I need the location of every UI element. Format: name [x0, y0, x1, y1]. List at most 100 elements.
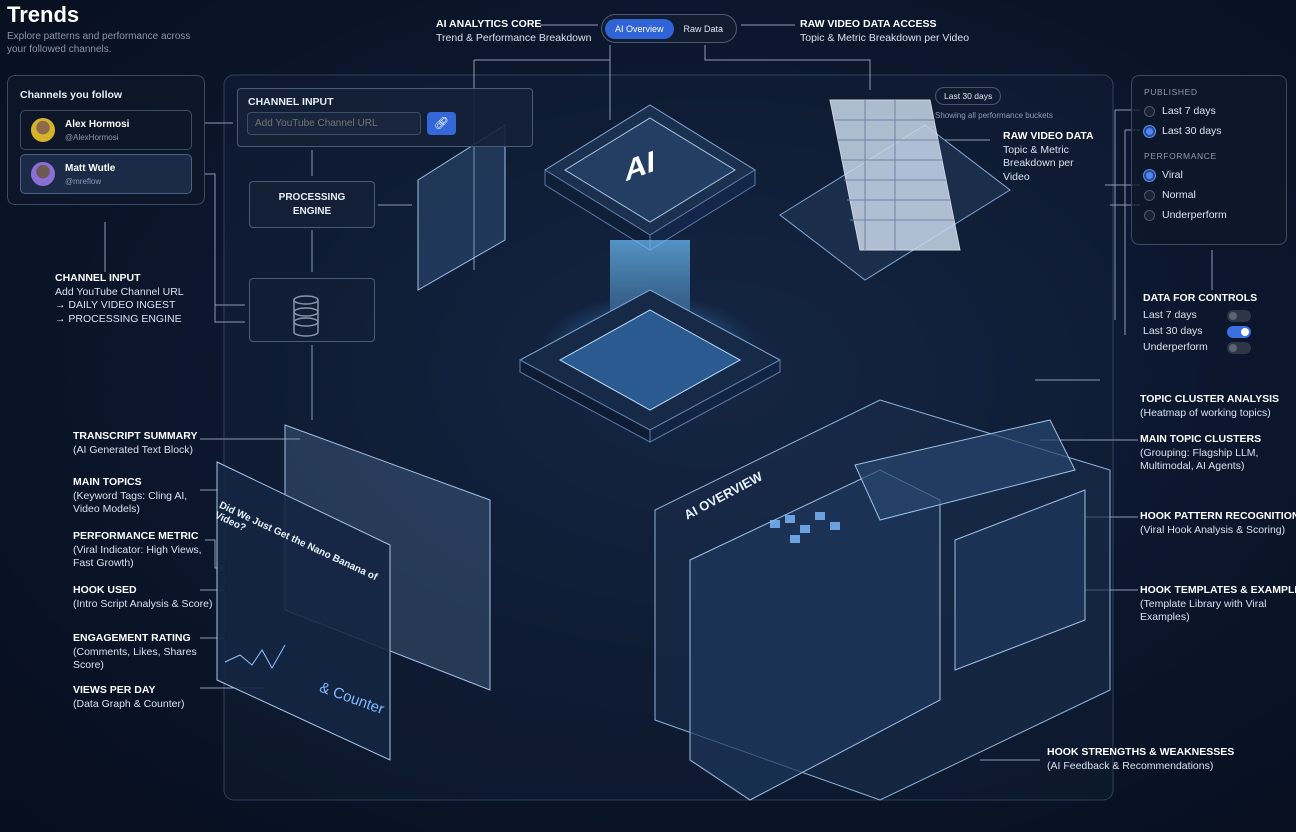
annotation-topic-cluster: TOPIC CLUSTER ANALYSIS(Heatmap of workin… [1140, 393, 1293, 420]
annotation-hook-strengths: HOOK STRENGTHS & WEAKNESSES(AI Feedback … [1047, 746, 1247, 773]
processing-engine-title: PROCESSING ENGINE [278, 191, 346, 217]
tab-ai-overview[interactable]: AI Overview [605, 18, 674, 39]
annotation-title: CHANNEL INPUT [55, 272, 141, 284]
annotation-title: RAW VIDEO DATA ACCESS [800, 18, 937, 30]
toggle-label: Last 30 days [1143, 324, 1203, 337]
radio-last-30-days[interactable]: Last 30 days [1144, 121, 1274, 141]
channel-handle: @AlexHormosi [65, 132, 119, 142]
annotation-hook: HOOK USED(Intro Script Analysis & Score) [73, 584, 213, 611]
video-detail-panels [216, 424, 491, 761]
annotation-text: (Heatmap of working topics) [1140, 406, 1271, 419]
annotation-text: → DAILY VIDEO INGEST [55, 299, 176, 311]
filters-panel: PUBLISHED Last 7 days Last 30 days PERFO… [1131, 75, 1287, 245]
processor-chip [518, 289, 782, 443]
annotation-text: (AI Feedback & Recommendations) [1047, 759, 1214, 772]
toggle-last-30-days[interactable] [1227, 325, 1251, 338]
radio-label: Last 30 days [1162, 125, 1222, 137]
annotation-title: PERFORMANCE METRIC [73, 530, 199, 542]
radio-label: Underperform [1162, 209, 1227, 221]
annotation-text: (Template Library with Viral Examples) [1140, 597, 1267, 624]
date-filter-chip[interactable]: Last 30 days [935, 87, 1002, 105]
toggle-last-7-days[interactable] [1227, 309, 1251, 322]
radio-indicator [1144, 125, 1155, 137]
annotation-title: ENGAGEMENT RATING [73, 632, 191, 644]
annotation-transcript: TRANSCRIPT SUMMARY(AI Generated Text Blo… [73, 430, 213, 457]
annotation-text: (Intro Script Analysis & Score) [73, 597, 213, 610]
annotation-text: → PROCESSING ENGINE [55, 312, 182, 325]
annotation-hook-templates: HOOK TEMPLATES & EXAMPLES(Template Libra… [1140, 584, 1296, 625]
add-link-button[interactable]: 🔗︎ [427, 112, 456, 135]
ai-chip [544, 104, 756, 251]
annotation-text: (AI Generated Text Block) [73, 443, 194, 456]
annotation-hook-pattern: HOOK PATTERN RECOGNITION(Viral Hook Anal… [1140, 510, 1296, 537]
annotation-title: MAIN TOPICS [73, 476, 142, 488]
radio-last-7-days[interactable]: Last 7 days [1144, 101, 1274, 121]
link-icon: 🔗︎ [433, 116, 450, 130]
radio-indicator [1144, 169, 1155, 181]
channel-input-title: CHANNEL INPUT [248, 96, 334, 108]
ai-overview-box [654, 399, 1111, 801]
radio-label: Last 7 days [1162, 105, 1216, 117]
channel-name: Alex Hormosi [65, 118, 130, 130]
annotation-engagement: ENGAGEMENT RATING(Comments, Likes, Share… [73, 632, 213, 673]
channel-handle: @mreflow [65, 176, 102, 186]
toggle-label: Underperform [1143, 340, 1208, 353]
annotation-title: HOOK STRENGTHS & WEAKNESSES [1047, 746, 1235, 758]
published-heading: PUBLISHED [1144, 87, 1198, 97]
view-tabs: AI Overview Raw Data [601, 14, 737, 43]
radio-viral[interactable]: Viral [1144, 165, 1274, 185]
page-title: Trends [7, 2, 80, 27]
annotation-text: Topic & Metric Breakdown per Video [800, 31, 970, 44]
channels-panel: Channels you follow Alex Hormosi @AlexHor… [7, 75, 205, 205]
annotation-performance: PERFORMANCE METRIC(Viral Indicator: High… [73, 530, 213, 571]
annotation-title: TOPIC CLUSTER ANALYSIS [1140, 393, 1280, 405]
annotation-title: TRANSCRIPT SUMMARY [73, 430, 198, 442]
annotation-title: MAIN TOPIC CLUSTERS [1140, 433, 1262, 445]
annotation-main-clusters: MAIN TOPIC CLUSTERS(Grouping: Flagship L… [1140, 433, 1293, 474]
annotation-text: Add YouTube Channel URL [55, 285, 184, 298]
channels-title: Channels you follow [20, 89, 123, 101]
tab-raw-data[interactable]: Raw Data [683, 23, 724, 34]
radio-label: Viral [1162, 169, 1183, 181]
channel-name: Matt Wutle [65, 162, 116, 174]
annotation-views: VIEWS PER DAY(Data Graph & Counter) [73, 684, 213, 711]
raw-data-table-illustration [779, 99, 1011, 281]
database-box [249, 278, 375, 342]
page-subtitle: Explore patterns and performance across … [7, 31, 191, 55]
performance-heading: PERFORMANCE [1144, 151, 1217, 161]
database-icon [293, 295, 319, 337]
annotation-title: VIEWS PER DAY [73, 684, 156, 696]
annotation-text: Topic & Metric Breakdown per Video [1003, 143, 1074, 183]
filter-note: Showing all performance buckets [935, 111, 1053, 120]
annotation-title: HOOK PATTERN RECOGNITION [1140, 510, 1296, 522]
radio-indicator [1144, 105, 1155, 117]
annotation-topics: MAIN TOPICS(Keyword Tags: Cling AI, Vide… [73, 476, 213, 517]
avatar [31, 162, 55, 186]
annotation-text: (Data Graph & Counter) [73, 697, 185, 710]
annotation-text: (Keyword Tags: Cling AI, Video Models) [73, 489, 188, 516]
channel-item[interactable]: Alex Hormosi @AlexHormosi [20, 110, 192, 150]
annotation-title: HOOK USED [73, 584, 137, 596]
radio-underperform[interactable]: Underperform [1144, 205, 1274, 225]
channel-url-input[interactable] [247, 112, 421, 135]
radio-label: Normal [1162, 189, 1196, 201]
channel-item[interactable]: Matt Wutle @mreflow [20, 154, 192, 194]
annotation-text: (Viral Indicator: High Views, Fast Growt… [73, 543, 202, 570]
avatar [31, 118, 55, 142]
radio-normal[interactable]: Normal [1144, 185, 1274, 205]
annotation-text: (Grouping: Flagship LLM, Multimodal, AI … [1140, 446, 1259, 473]
radio-indicator [1144, 189, 1155, 201]
channel-input-panel: CHANNEL INPUT 🔗︎ [237, 88, 533, 147]
annotation-text: (Viral Hook Analysis & Scoring) [1140, 523, 1286, 536]
toggle-underperform[interactable] [1227, 341, 1251, 354]
toggle-label: Last 7 days [1143, 308, 1197, 321]
annotation-text: Trend & Performance Breakdown [436, 31, 592, 44]
annotation-text: (Comments, Likes, Shares Score) [73, 645, 197, 672]
annotation-title: AI ANALYTICS CORE [436, 18, 542, 30]
radio-indicator [1144, 209, 1155, 221]
